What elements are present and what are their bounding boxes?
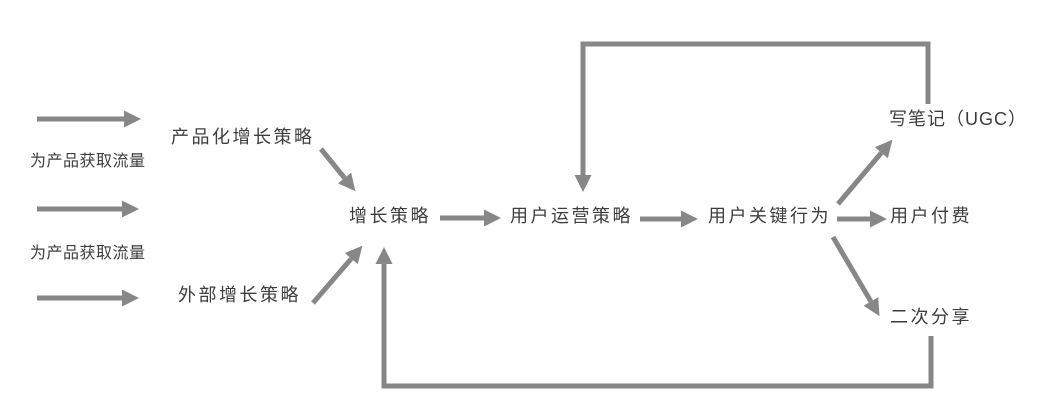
node-growth-strategy: 增长策略 xyxy=(349,206,431,226)
label-traffic-input-bottom: 为产品获取流量 xyxy=(30,245,146,262)
feedback-loop-ugc-to-useroperation xyxy=(574,41,931,192)
node-external-growth-strategy: 外部增长策略 xyxy=(178,285,301,305)
node-user-operation-strategy: 用户运营策略 xyxy=(510,206,633,226)
arrow-productized-to-growth xyxy=(319,147,356,192)
node-user-payment: 用户付费 xyxy=(890,206,972,226)
node-write-notes-ugc: 写笔记（UGC） xyxy=(889,109,1027,129)
arrow-external-to-growth xyxy=(311,245,363,305)
arrow-behavior-to-share xyxy=(830,235,880,317)
arrow-behavior-to-ugc xyxy=(836,139,893,206)
feedback-loop-share-to-growth xyxy=(375,247,934,389)
node-productized-growth-strategy: 产品化增长策略 xyxy=(171,127,315,147)
node-user-key-behavior: 用户关键行为 xyxy=(708,206,831,226)
node-secondary-share: 二次分享 xyxy=(890,307,972,327)
label-traffic-input-top: 为产品获取流量 xyxy=(30,153,146,170)
